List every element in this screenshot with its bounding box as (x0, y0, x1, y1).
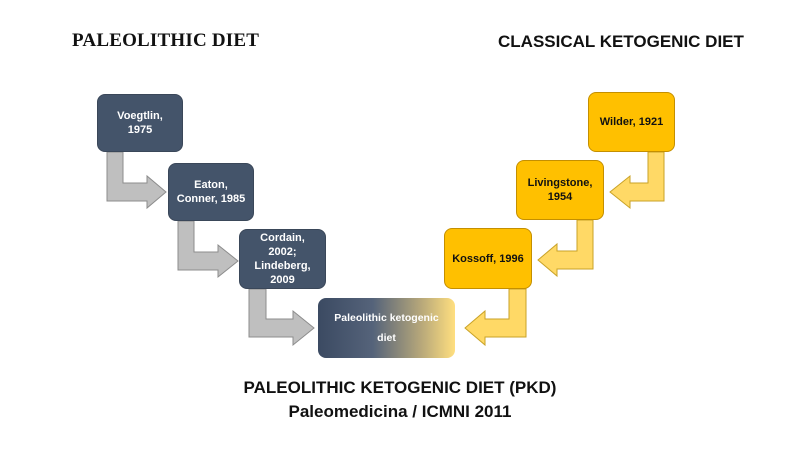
keto-box-kossoff-label: Kossoff, 1996 (452, 252, 524, 265)
arrow-livingstone-to-kossoff (537, 219, 594, 278)
arrow-eaton-to-cordain (177, 220, 239, 279)
pkd-source: Paleomedicina / ICMNI 2011 (288, 402, 512, 421)
arrow-cordain-to-pkd (248, 288, 315, 347)
keto-box-kossoff: Kossoff, 1996 (444, 228, 532, 289)
paleolithic-ketogenic-diet-box: Paleolithic ketogenic diet (318, 298, 455, 358)
paleolithic-diet-heading: PALEOLITHIC DIET (72, 30, 260, 51)
footer-title: PALEOLITHIC KETOGENIC DIET (PKD) Paleome… (0, 376, 800, 424)
arrow-wilder-to-livingstone (609, 151, 665, 210)
paleo-box-cordain-lindeberg: Cordain, 2002; Lindeberg, 2009 (239, 229, 326, 289)
paleo-box-voegtlin: Voegtlin, 1975 (97, 94, 183, 152)
keto-box-wilder: Wilder, 1921 (588, 92, 675, 152)
keto-box-wilder-label: Wilder, 1921 (599, 116, 664, 128)
paleo-box-voegtlin-label: Voegtlin, 1975 (117, 110, 163, 136)
paleolithic-ketogenic-diet-label: Paleolithic ketogenic diet (334, 312, 439, 344)
keto-box-livingstone: Livingstone, 1954 (516, 160, 604, 220)
paleo-box-eaton-conner: Eaton, Conner, 1985 (168, 163, 254, 221)
arrow-kossoff-to-pkd (464, 288, 527, 347)
paleo-box-eaton-conner-label: Eaton, Conner, 1985 (176, 179, 246, 205)
keto-box-livingstone-label: Livingstone, 1954 (527, 177, 593, 203)
ketogenic-diet-heading: CLASSICAL KETOGENIC DIET (498, 32, 744, 51)
paleo-box-cordain-lindeberg-label: Cordain, 2002; Lindeberg, 2009 (254, 232, 311, 286)
pkd-title: PALEOLITHIC KETOGENIC DIET (PKD) (243, 378, 557, 397)
arrow-voegtlin-to-eaton (106, 151, 167, 210)
